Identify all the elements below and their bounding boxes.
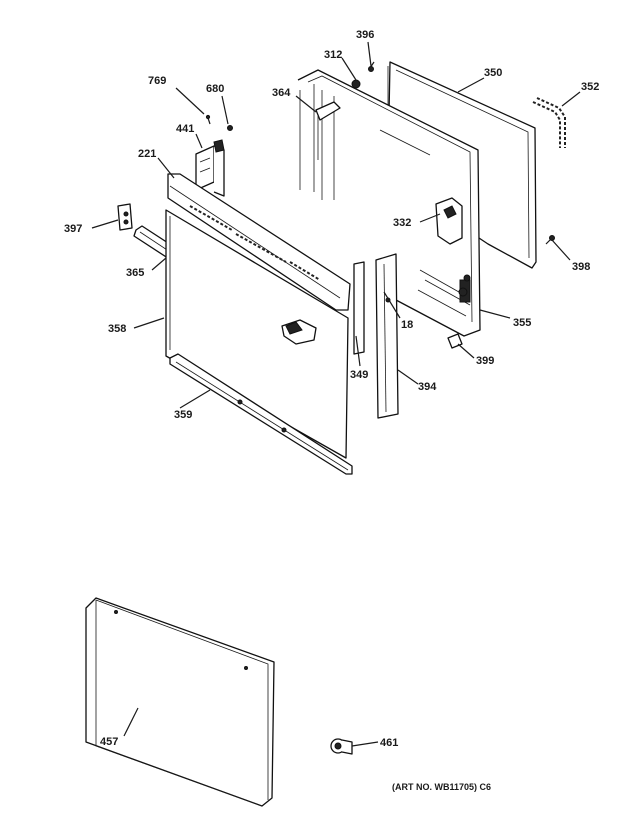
callout-352: 352 — [581, 81, 599, 93]
callout-312: 312 — [324, 49, 342, 61]
callout-365: 365 — [126, 267, 144, 279]
callout-332: 332 — [393, 217, 411, 229]
callout-457: 457 — [100, 736, 118, 748]
outer-door-panel — [165, 209, 349, 459]
leader-lines — [91, 41, 581, 747]
callout-349: 349 — [350, 369, 368, 381]
bracket-397 — [117, 203, 133, 231]
callout-398: 398 — [572, 261, 590, 273]
bracket-441 — [195, 139, 225, 197]
side-channel-394 — [375, 253, 399, 419]
drawer-roller — [330, 738, 353, 755]
nut-312 — [351, 79, 361, 89]
callout-394: 394 — [418, 381, 437, 393]
callout-769: 769 — [148, 75, 166, 87]
callout-364: 364 — [272, 87, 291, 99]
control-panel-trim — [167, 173, 351, 311]
callout-680: 680 — [206, 83, 224, 95]
callout-461: 461 — [380, 737, 398, 749]
callout-359: 359 — [174, 409, 192, 421]
callout-labels: 396 312 350 352 769 680 364 441 221 332 … — [64, 29, 599, 792]
callout-18: 18 — [401, 319, 413, 331]
callout-221: 221 — [138, 148, 156, 160]
screw-396 — [368, 61, 375, 72]
callout-399: 399 — [476, 355, 494, 367]
door-gasket — [532, 97, 566, 148]
screw-398 — [545, 235, 555, 245]
callout-396: 396 — [356, 29, 374, 41]
door-bottom-trim — [169, 353, 353, 475]
side-bracket-349 — [353, 261, 365, 355]
screw-769 — [205, 114, 211, 125]
callout-355: 355 — [513, 317, 531, 329]
callout-397: 397 — [64, 223, 82, 235]
callout-358: 358 — [108, 323, 126, 335]
art-number-caption: (ART NO. WB11705) C6 — [392, 782, 491, 792]
callout-350: 350 — [484, 67, 502, 79]
storage-drawer-panel — [85, 597, 275, 807]
hinge-bracket — [315, 101, 341, 160]
callout-441: 441 — [176, 123, 194, 135]
nut-680 — [227, 125, 233, 131]
handle-end-cap — [435, 197, 463, 245]
door-frame — [297, 69, 481, 337]
